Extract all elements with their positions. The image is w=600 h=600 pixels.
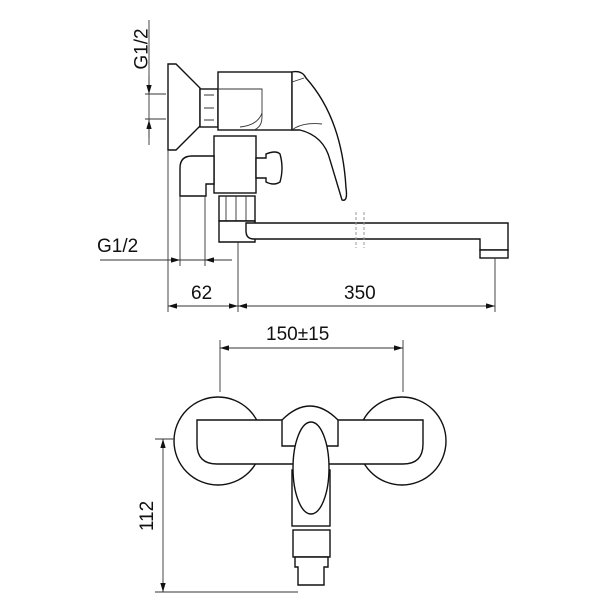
height-label: 112 <box>137 500 159 532</box>
inlet-thread-label: G1/2 <box>131 28 153 70</box>
side-view-faucet <box>167 63 509 259</box>
spout-pipe <box>245 222 509 251</box>
lever <box>291 70 348 201</box>
spout-reach-label: 350 <box>344 283 376 304</box>
front-spout <box>294 556 329 586</box>
front-view-faucet <box>173 396 447 586</box>
outlet-nut <box>218 195 256 222</box>
outlet-thread-label: G1/2 <box>97 236 139 257</box>
wall-offset-label: 62 <box>191 283 213 304</box>
diverter-block <box>213 135 257 194</box>
front-view-dimensions <box>155 340 404 593</box>
centers-label: 150±15 <box>266 324 330 345</box>
diverter-knob <box>255 151 283 185</box>
front-nut <box>292 529 331 558</box>
wall-flange <box>167 63 201 151</box>
lever-front <box>292 421 330 515</box>
mixer-body <box>217 71 293 131</box>
side-view-dimensions <box>100 20 496 312</box>
elbow <box>179 155 215 197</box>
